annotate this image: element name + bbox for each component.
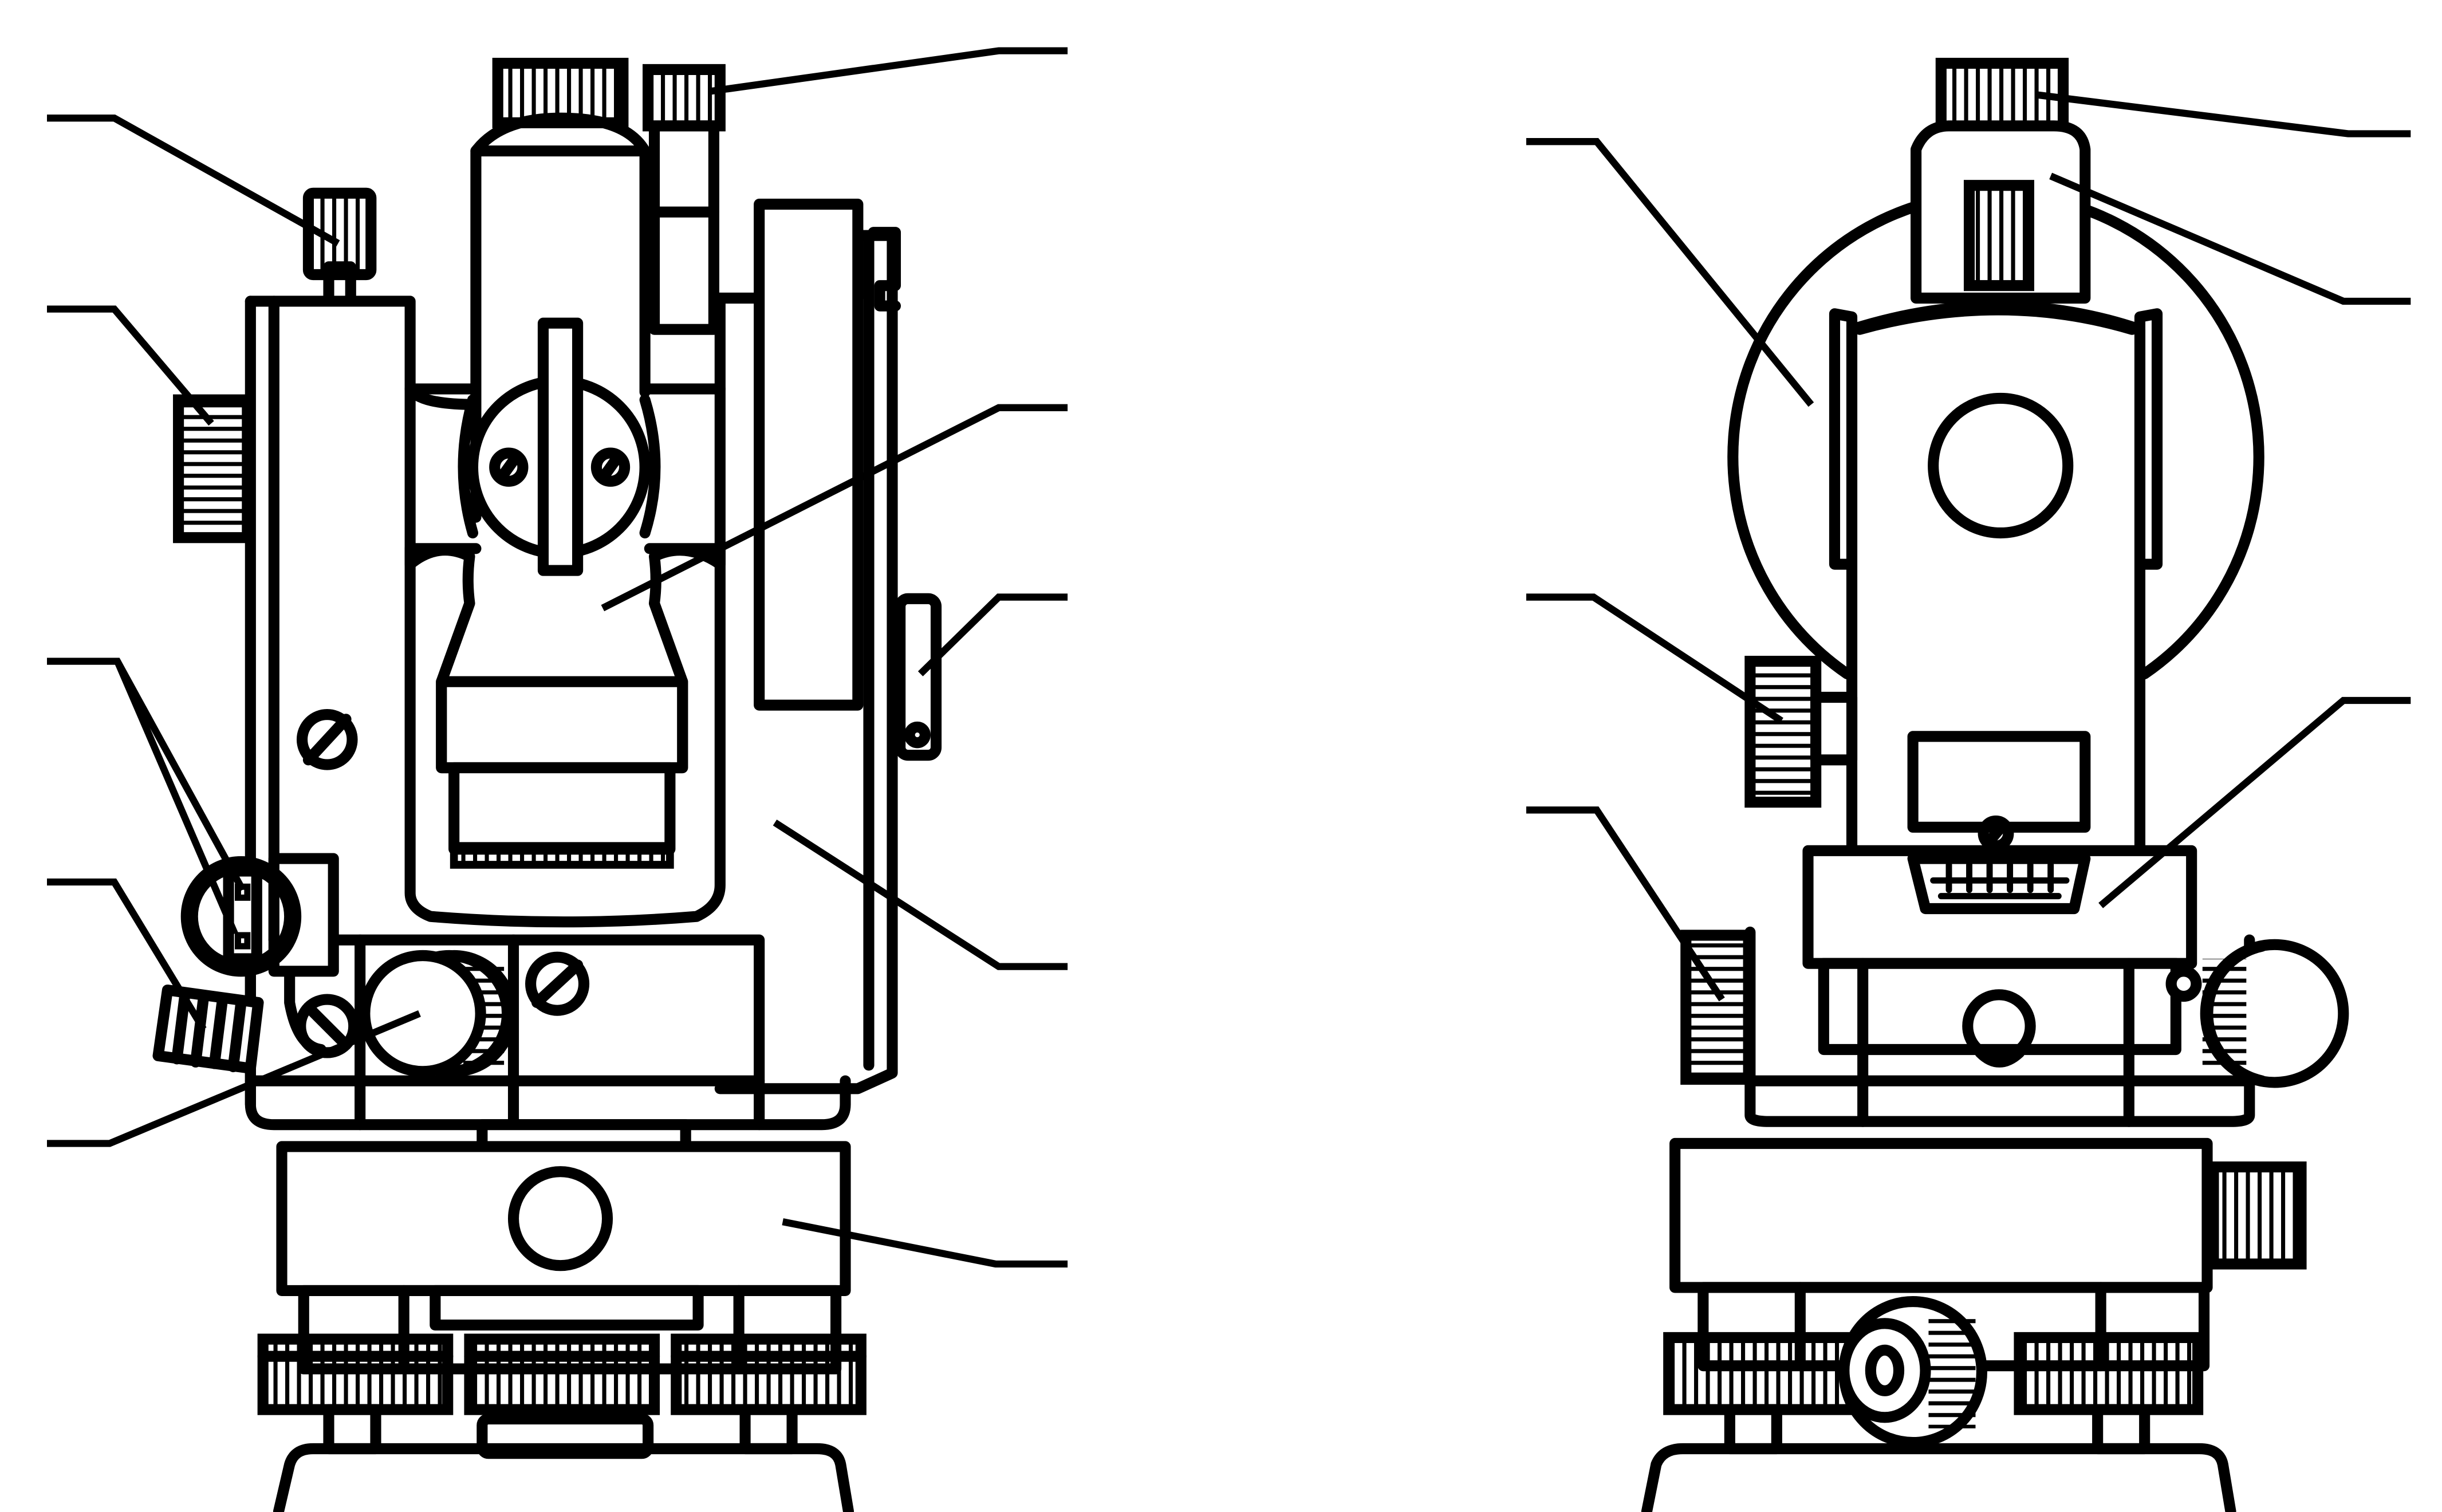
- leader-6: [708, 47, 1068, 95]
- vertical-clamp-knob: [302, 187, 377, 307]
- leader-4: [47, 878, 207, 1031]
- front-view: [47, 47, 1068, 1512]
- leader-15: [2049, 172, 2411, 305]
- leader-16: [2098, 696, 2411, 908]
- plate-level: [1802, 845, 2197, 969]
- side-alidade: [1744, 926, 2255, 1127]
- side-standard: [1829, 300, 2163, 946]
- leader-8: [917, 593, 1068, 676]
- side-tribrach: [1641, 1137, 2307, 1512]
- telescope: [404, 57, 726, 869]
- leader-13: [1526, 806, 1725, 1002]
- side-knobs: [1680, 656, 2349, 1088]
- leader-7: [601, 404, 1068, 612]
- right-standard: [714, 198, 942, 1094]
- leader-1: [47, 115, 340, 247]
- tribrach: [257, 1119, 866, 1512]
- footscrew-middle: [464, 1333, 660, 1415]
- leader-11: [1526, 138, 1814, 407]
- side-view: [1526, 57, 2411, 1512]
- front-leaders: [47, 47, 1068, 1268]
- leader-2: [47, 305, 214, 426]
- leader-3: [47, 657, 246, 892]
- footscrew-left: [257, 1333, 454, 1455]
- leader-5: [47, 1010, 421, 1147]
- side-tangent-knob: [173, 394, 253, 544]
- leader-14: [2034, 91, 2411, 137]
- side-leaders: [1526, 91, 2411, 1002]
- leader-9: [773, 819, 1068, 970]
- leader-10: [782, 1218, 1068, 1268]
- leader-12: [1526, 593, 1783, 724]
- footscrew-right: [671, 1333, 866, 1455]
- angled-knob: [152, 985, 264, 1074]
- alidade-body: [245, 934, 851, 1131]
